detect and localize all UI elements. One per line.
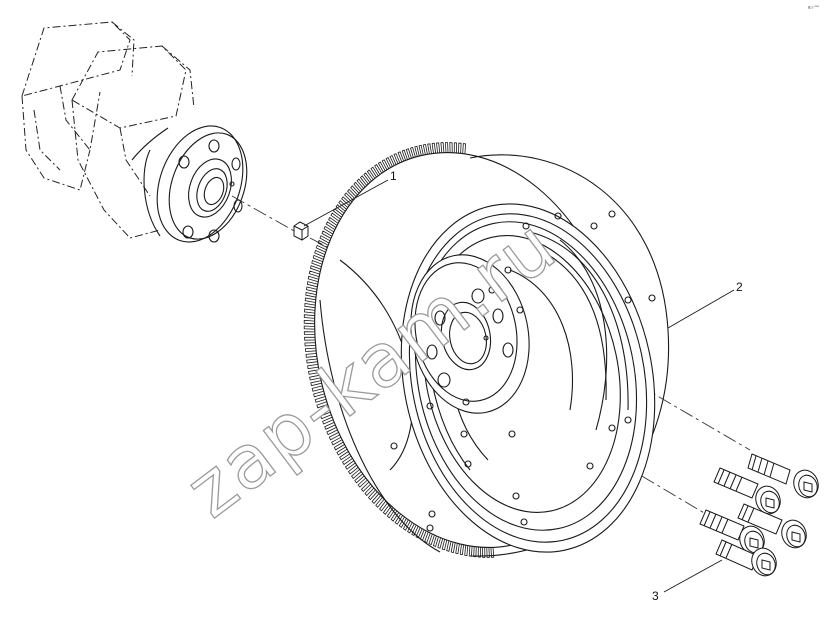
- flywheel-bolts: [699, 453, 819, 577]
- callout-3: 3: [652, 589, 659, 603]
- leader-lines: [303, 179, 735, 593]
- ring-gear-teeth: [303, 142, 495, 558]
- callout-2: 2: [736, 280, 743, 294]
- dowel-pin: [293, 221, 309, 241]
- bolt: [713, 467, 781, 515]
- callout-1: 1: [390, 169, 397, 183]
- rim-holes: [390, 210, 656, 532]
- flywheel: [303, 142, 670, 558]
- bolt: [737, 503, 807, 549]
- bolt: [699, 509, 765, 555]
- corner-note: g₂₀ ᵒᵒᵒ: [808, 4, 820, 9]
- crankshaft-flange: [131, 125, 248, 243]
- bolt: [715, 539, 777, 577]
- ring-gear-tooth-profile: [303, 142, 495, 558]
- crankshaft-phantom: [21, 21, 195, 239]
- bolt: [747, 453, 819, 499]
